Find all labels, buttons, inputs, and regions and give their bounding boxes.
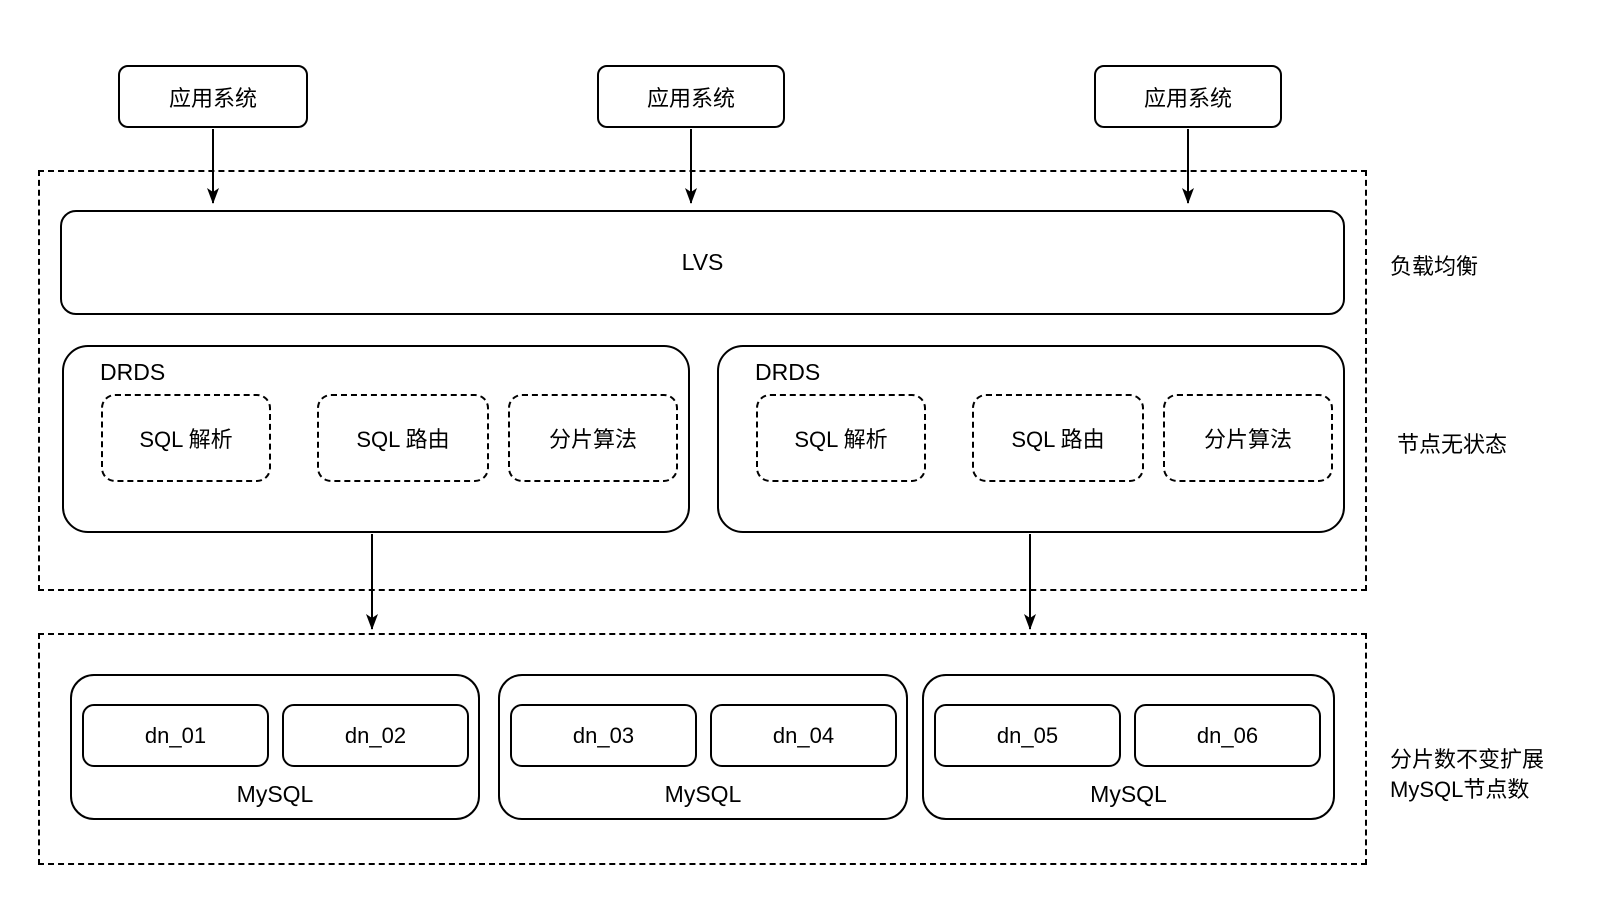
module-sql-route: SQL 路由: [972, 394, 1144, 482]
drds-title: DRDS: [755, 359, 821, 385]
annotation-scaling: 分片数不变扩展 MySQL节点数: [1390, 745, 1544, 805]
storage-layer-dashed-zone: [38, 633, 1367, 865]
module-sql-parse: SQL 解析: [101, 394, 271, 482]
annotation-load-balancing: 负载均衡: [1390, 254, 1479, 279]
app-system-label: 应用系统: [168, 85, 257, 111]
module-label: SQL 路由: [1011, 427, 1105, 452]
drds-title: DRDS: [100, 359, 166, 385]
module-sql-route: SQL 路由: [317, 394, 489, 482]
dn-node-label: dn_06: [1196, 722, 1259, 748]
drds-box-1: DRDS SQL 解析 SQL 路由 分片算法: [62, 345, 690, 533]
dn-node-label: dn_01: [144, 722, 207, 748]
mysql-label: MySQL: [1090, 781, 1167, 807]
lvs-label: LVS: [681, 249, 724, 275]
app-system-label: 应用系统: [1143, 85, 1232, 111]
proxy-layer-dashed-zone: [38, 170, 1367, 591]
lvs-box: LVS: [60, 210, 1345, 315]
app-system-box-2: 应用系统: [597, 65, 785, 128]
dn-node-label: dn_04: [772, 722, 835, 748]
module-sql-parse: SQL 解析: [756, 394, 926, 482]
dn-node-box: dn_05: [934, 704, 1121, 767]
annotation-scaling-line2: MySQL节点数: [1390, 777, 1530, 802]
app-system-label: 应用系统: [646, 85, 735, 111]
dn-node-box: dn_04: [710, 704, 897, 767]
module-label: SQL 路由: [356, 427, 450, 452]
dn-node-box: dn_02: [282, 704, 469, 767]
module-shard-algorithm: 分片算法: [508, 394, 678, 482]
drds-box-2: DRDS SQL 解析 SQL 路由 分片算法: [717, 345, 1345, 533]
annotation-stateless-nodes: 节点无状态: [1397, 432, 1508, 457]
dn-node-box: dn_06: [1134, 704, 1321, 767]
module-label: SQL 解析: [794, 427, 888, 452]
module-label: 分片算法: [1203, 427, 1292, 452]
mysql-group-2: dn_03 dn_04 MySQL: [498, 674, 908, 820]
mysql-group-1: dn_01 dn_02 MySQL: [70, 674, 480, 820]
module-shard-algorithm: 分片算法: [1163, 394, 1333, 482]
dn-node-label: dn_05: [996, 722, 1059, 748]
mysql-label: MySQL: [664, 781, 742, 807]
dn-node-box: dn_03: [510, 704, 697, 767]
module-label: 分片算法: [548, 427, 637, 452]
dn-node-box: dn_01: [82, 704, 269, 767]
module-label: SQL 解析: [139, 427, 233, 452]
dn-node-label: dn_02: [344, 722, 407, 748]
dn-node-label: dn_03: [572, 722, 635, 748]
mysql-label: MySQL: [236, 781, 314, 807]
annotation-scaling-line1: 分片数不变扩展: [1390, 747, 1545, 772]
app-system-box-1: 应用系统: [118, 65, 308, 128]
app-system-box-3: 应用系统: [1094, 65, 1282, 128]
mysql-group-3: dn_05 dn_06 MySQL: [922, 674, 1335, 820]
